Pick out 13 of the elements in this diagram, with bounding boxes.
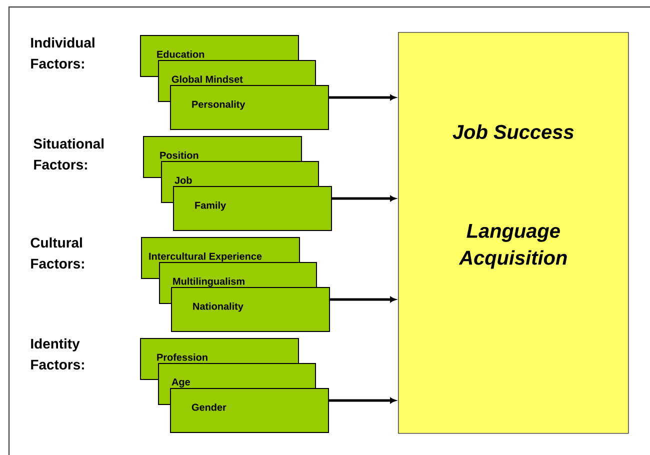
group-label: Identity Factors: bbox=[31, 338, 84, 370]
arrow bbox=[329, 94, 396, 100]
arrow bbox=[329, 398, 396, 404]
factor-box: Gender bbox=[170, 388, 329, 433]
group-label: Cultural Factors: bbox=[30, 237, 84, 269]
arrow bbox=[332, 196, 396, 202]
outcome-box: Job Success Language Acquisition bbox=[398, 32, 629, 434]
arrow bbox=[330, 296, 396, 302]
factor-box: Personality bbox=[170, 85, 329, 130]
factor-box: Nationality bbox=[171, 287, 330, 332]
group-label: Situational Factors: bbox=[34, 138, 104, 170]
factor-box: Family bbox=[173, 186, 332, 231]
group-label: Individual Factors: bbox=[31, 37, 94, 69]
